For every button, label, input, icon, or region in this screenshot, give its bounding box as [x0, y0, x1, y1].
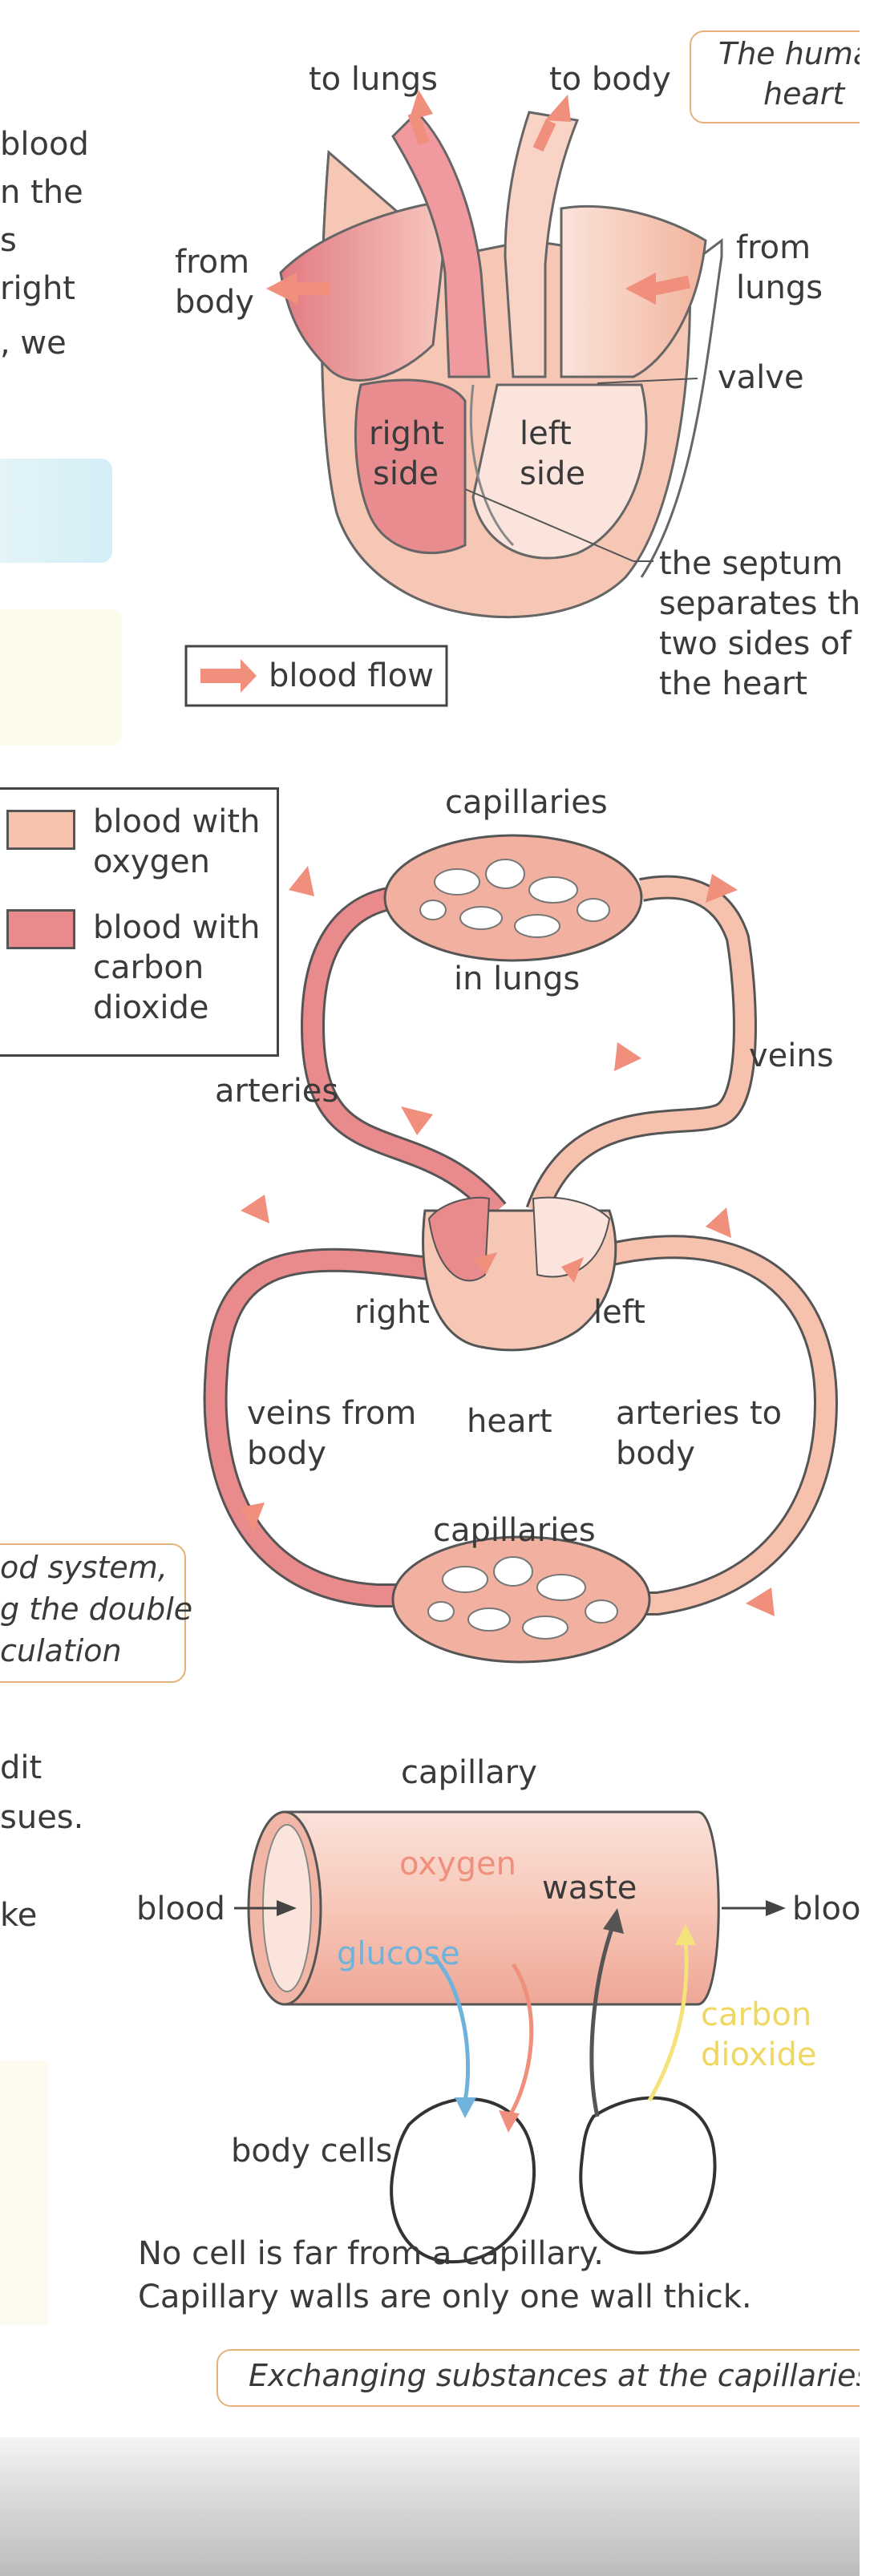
right-ventricle	[354, 378, 467, 555]
label-carbon-dioxide: carbon	[701, 1996, 812, 2033]
label-carbon-dioxide: dioxide	[701, 2036, 817, 2073]
capillary-tube	[283, 1810, 720, 2006]
legend-co2-label: blood with	[93, 909, 261, 946]
margin-yellow-strip	[0, 2060, 48, 2325]
margin-line: dit	[0, 1749, 42, 1786]
label-right-side: side	[373, 455, 439, 492]
capillary-caption: Exchanging substances at the capillaries	[249, 2358, 872, 2393]
capillary-diagram	[234, 1810, 786, 2264]
swatch-co2	[6, 909, 75, 949]
label-right-side: right	[369, 415, 444, 452]
label-from-lungs: lungs	[736, 269, 823, 306]
label-veins-from-body: veins from	[247, 1395, 417, 1432]
body-cell	[579, 2096, 717, 2255]
heart-caption-line: The huma	[718, 36, 872, 71]
label-glucose: glucose	[337, 1935, 460, 1972]
label-right: right	[354, 1294, 430, 1331]
label-veins-from-body: body	[247, 1435, 326, 1472]
swatch-oxygen	[6, 810, 75, 850]
arrow-from-lungs	[625, 273, 656, 305]
margin-caption-line: od system,	[0, 1550, 168, 1585]
co2-arrow	[647, 1939, 689, 2102]
capillary-note-line: No cell is far from a capillary.	[138, 2235, 604, 2272]
arrow-to-body	[545, 95, 571, 122]
heart-caption-box	[690, 30, 882, 123]
heart-caption-line: heart	[763, 76, 845, 111]
label-valve: valve	[718, 359, 804, 396]
waste-arrow	[589, 1923, 616, 2117]
circulation-flow-arrows	[241, 866, 775, 1616]
label-capillary: capillary	[401, 1754, 537, 1791]
margin-line: s	[0, 222, 17, 259]
margin-line: blood	[0, 126, 89, 163]
pulmonary-artery	[391, 110, 491, 378]
circulation-diagram	[203, 834, 839, 1664]
arrow-from-body	[266, 273, 298, 305]
right-atrium	[279, 199, 451, 382]
label-septum: the septum	[659, 545, 844, 582]
label-septum: separates the	[659, 585, 880, 622]
body-cell	[390, 2097, 536, 2264]
label-septum: the heart	[659, 665, 807, 702]
margin-caption-line: culation	[0, 1633, 122, 1668]
blood-flow-legend-arrow	[200, 659, 257, 693]
label-arteries-to-body: body	[616, 1435, 695, 1472]
body-capillaries	[391, 1535, 651, 1664]
margin-line: , we	[0, 325, 67, 362]
legend-co2-label: carbon	[93, 949, 204, 986]
capillary-caption-box	[216, 2349, 882, 2407]
label-capillaries-body: capillaries	[433, 1512, 596, 1549]
heart-diagram	[184, 90, 723, 707]
label-septum: two sides of	[659, 625, 852, 662]
glucose-arrow	[431, 1955, 471, 2101]
label-left-side: left	[520, 415, 572, 452]
label-blood-flow: blood flow	[269, 657, 434, 694]
margin-caption-line: g the double	[0, 1591, 193, 1627]
label-to-body: to body	[549, 61, 671, 98]
label-oxygen: oxygen	[399, 1846, 516, 1882]
margin-line: sues.	[0, 1799, 84, 1836]
label-from-lungs: from	[736, 229, 811, 266]
margin-yellow-box	[0, 609, 122, 746]
legend-oxygen-label: oxygen	[93, 843, 210, 880]
label-capillaries-lungs: capillaries	[445, 784, 608, 821]
scan-bottom-band	[0, 2437, 882, 2576]
label-waste: waste	[542, 1870, 637, 1907]
label-veins: veins	[749, 1037, 834, 1074]
septum-line	[470, 384, 515, 547]
legend-co2-label: dioxide	[93, 989, 209, 1026]
label-from-body: from	[175, 244, 250, 281]
label-arteries: arteries	[215, 1073, 339, 1110]
label-from-body: body	[175, 284, 254, 321]
margin-line: right	[0, 270, 75, 307]
oxygen-arrow	[507, 1963, 534, 2118]
label-left: left	[593, 1294, 645, 1331]
lung-capillaries	[383, 834, 643, 962]
label-left-side: side	[520, 455, 585, 492]
margin-blue-box	[0, 459, 112, 563]
label-blood-out: bloo	[792, 1891, 861, 1927]
label-blood-in: blood	[136, 1891, 225, 1927]
aorta	[504, 111, 580, 378]
left-ventricle	[471, 383, 648, 560]
label-in-lungs: in lungs	[454, 960, 581, 997]
label-heart: heart	[467, 1403, 552, 1440]
margin-line: n the	[0, 174, 83, 211]
legend-oxygen-label: blood with	[93, 803, 261, 840]
label-arteries-to-body: arteries to	[616, 1395, 783, 1432]
label-to-lungs: to lungs	[309, 61, 438, 98]
label-body-cells: body cells	[231, 2133, 393, 2170]
capillary-note-line: Capillary walls are only one wall thick.	[138, 2279, 752, 2315]
margin-caption-box	[0, 1543, 186, 1683]
heart-flow-arrows	[266, 90, 691, 305]
margin-line: ke	[0, 1897, 38, 1934]
page-right-edge	[860, 0, 882, 2576]
